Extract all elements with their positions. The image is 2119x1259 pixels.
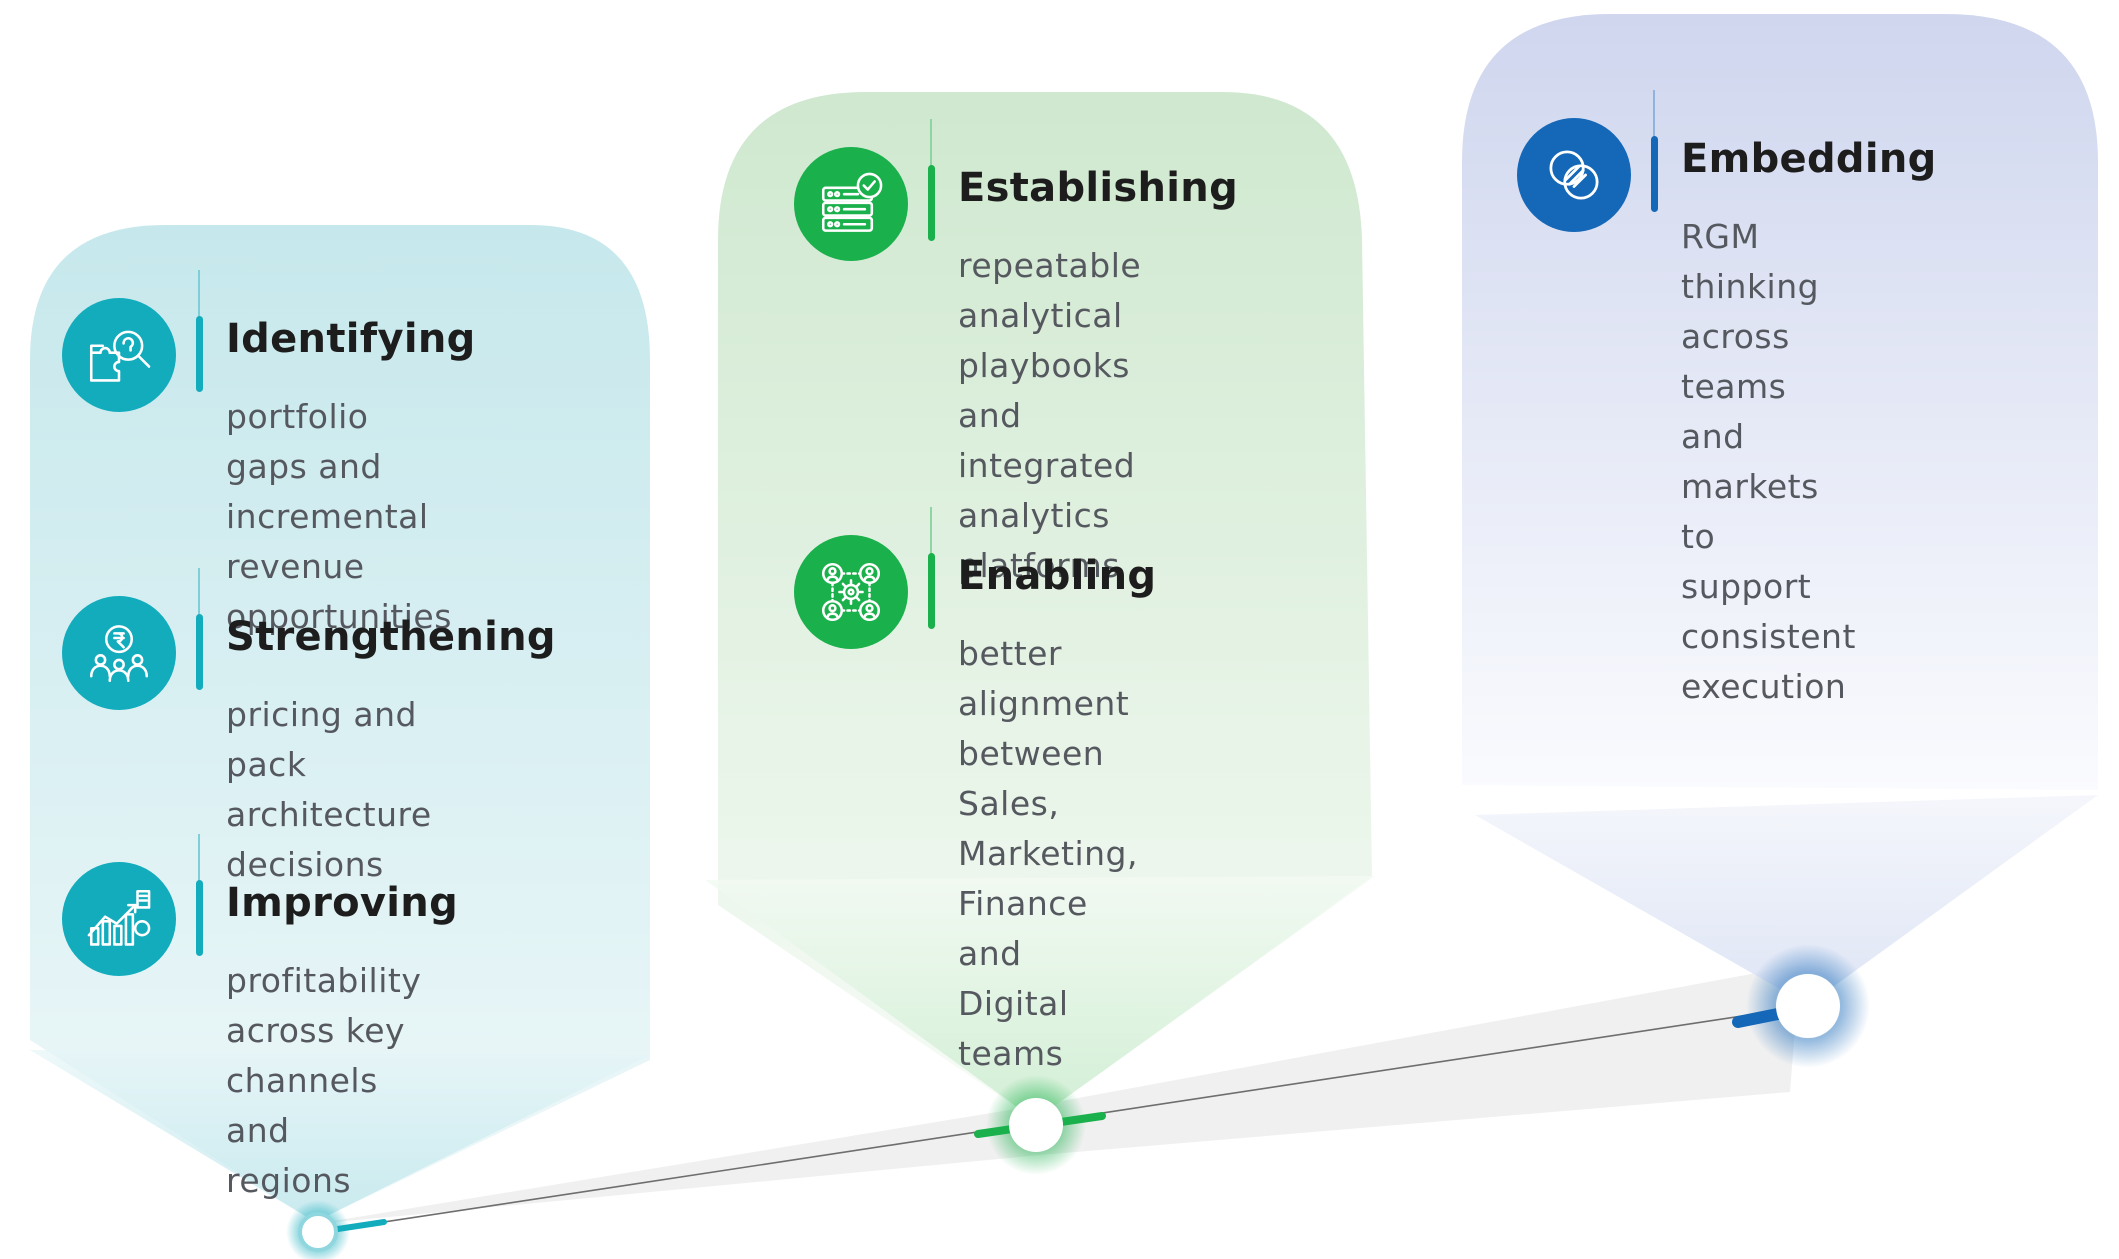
teal-cone: [30, 1050, 650, 1222]
team-gear-icon: [794, 535, 908, 649]
blue-panel: [1462, 14, 2098, 790]
accent-bar: [196, 880, 203, 956]
description-line: architecture decisions: [226, 795, 432, 884]
description-line: portfolio gaps and: [226, 397, 382, 486]
teal-node: [298, 1212, 338, 1252]
divider-line: [198, 270, 200, 322]
stage-title: Enabling: [958, 553, 1157, 599]
server-check-icon: [794, 147, 908, 261]
stage-description: pricing and pack architecture decisions: [226, 690, 432, 890]
rupee-people-icon: [62, 596, 176, 710]
stage-description: RGM thinking across teams and markets to…: [1681, 212, 1856, 712]
description-line: and integrated: [958, 396, 1136, 485]
green-cone: [705, 876, 1375, 1120]
accent-bar: [928, 165, 935, 241]
stage-title: Establishing: [958, 165, 1239, 211]
timeline-floor: [315, 965, 1800, 1224]
description-line: incremental revenue: [226, 497, 429, 586]
blue-node: [1776, 974, 1840, 1038]
description-line: channels and regions: [226, 1061, 378, 1200]
accent-bar: [196, 316, 203, 392]
stage-title: Strengthening: [226, 614, 556, 660]
green-panel: [718, 92, 1372, 1120]
accent-bar: [928, 553, 935, 629]
stage-description: profitability across key channels and re…: [226, 956, 421, 1206]
description-line: RGM thinking: [1681, 217, 1820, 306]
stage-description: better alignment between Sales, Marketin…: [958, 629, 1138, 1079]
accent-bar: [196, 614, 203, 690]
description-line: analytics platforms: [958, 496, 1120, 585]
description-line: consistent execution: [1681, 617, 1856, 706]
description-line: repeatable: [958, 246, 1142, 285]
divider-line: [930, 507, 932, 559]
description-line: and Digital teams: [958, 934, 1069, 1073]
divider-line: [198, 568, 200, 620]
divider-line: [1653, 90, 1655, 142]
stage-title: Identifying: [226, 316, 476, 362]
growth-chart-icon: [62, 862, 176, 976]
stage-description: portfolio gaps and incremental revenue o…: [226, 392, 452, 642]
blue-cone: [1475, 795, 2098, 1005]
description-line: profitability across key: [226, 961, 422, 1050]
interlocked-circles-icon: [1517, 118, 1631, 232]
stage-title: Improving: [226, 880, 458, 926]
stage-description: repeatable analytical playbooks and inte…: [958, 241, 1141, 591]
description-line: analytical playbooks: [958, 296, 1130, 385]
description-line: Marketing, Finance: [958, 834, 1138, 923]
accent-bar: [1651, 136, 1658, 212]
puzzle-search-icon: [62, 298, 176, 412]
green-node: [1009, 1098, 1063, 1152]
description-line: across teams and: [1681, 317, 1790, 456]
description-line: better alignment: [958, 634, 1130, 723]
divider-line: [930, 119, 932, 171]
stage-title: Embedding: [1681, 136, 1937, 182]
description-line: opportunities: [226, 597, 452, 636]
description-line: between Sales,: [958, 734, 1105, 823]
description-line: pricing and pack: [226, 695, 417, 784]
description-line: markets to support: [1681, 467, 1819, 606]
divider-line: [198, 834, 200, 886]
teal-panel: [30, 225, 650, 1222]
